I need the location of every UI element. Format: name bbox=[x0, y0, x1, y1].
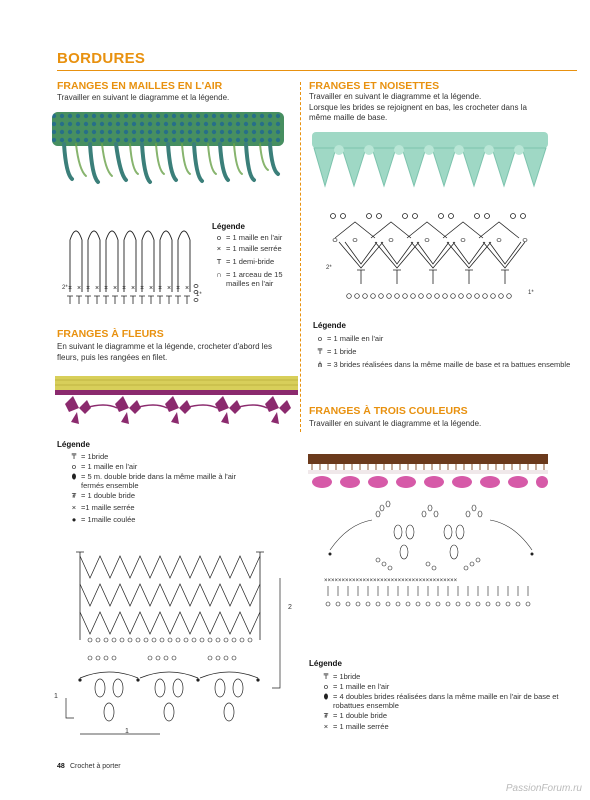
svg-text:×: × bbox=[167, 285, 171, 292]
legend-row: o = 1 maille en l'air bbox=[212, 233, 297, 242]
photo-franges-trois bbox=[308, 454, 548, 488]
legend-row: ∩ = 1 arceau de 15 mailles en l'air bbox=[212, 270, 297, 288]
legend-row: o = 1 maille en l'air bbox=[313, 334, 578, 343]
slip-stitch-icon: ● bbox=[71, 515, 77, 524]
diagram-label-1-vertical: 1 bbox=[54, 693, 58, 700]
section-text-franges-trois: Travailler en suivant le diagramme et la… bbox=[309, 419, 482, 428]
legend-row: ⬮ = 5 m. double bride dans la même maill… bbox=[57, 472, 257, 490]
diagram-franges-fleurs bbox=[65, 551, 281, 735]
legend-row: × =1 maille serrée bbox=[57, 503, 287, 512]
diagram-label-1: 1* bbox=[528, 290, 534, 296]
column-divider bbox=[300, 82, 301, 432]
section-text-franges-fleurs: En suivant le diagramme et la légende, c… bbox=[57, 342, 272, 362]
legend-title: Légende bbox=[313, 321, 346, 330]
legend-franges-trois: Légende ₸ = 1bride o = 1 maille en l'air… bbox=[309, 659, 559, 731]
svg-text:×: × bbox=[113, 285, 117, 292]
legend-title: Légende bbox=[212, 222, 245, 231]
legend-row: o = 1 maille en l'air bbox=[309, 682, 559, 691]
page-number: 48 bbox=[57, 763, 65, 770]
legend-row: ● = 1maille coulée bbox=[57, 515, 287, 524]
svg-text:×: × bbox=[140, 285, 144, 292]
legend-row: ₸ = 1 bride bbox=[313, 347, 578, 356]
svg-text:×: × bbox=[77, 285, 81, 292]
legend-row: ₮ = 1 double bride bbox=[309, 711, 559, 720]
treble-crochet-icon: ₮ bbox=[71, 491, 77, 500]
title-rule bbox=[57, 70, 577, 71]
photo-franges-noisettes bbox=[312, 132, 548, 188]
chain-stitch-icon: o bbox=[323, 682, 329, 691]
legend-row: × = 1 maille serrée bbox=[212, 244, 297, 253]
diagram-label-1-horizontal: 1 bbox=[125, 728, 129, 735]
legend-row: ₮ = 1 double bride bbox=[57, 491, 287, 500]
arch-icon: ∩ bbox=[216, 270, 222, 279]
chain-stitch-icon: o bbox=[317, 334, 323, 343]
legend-franges-air: Légende o = 1 maille en l'air × = 1 mail… bbox=[212, 222, 297, 288]
photo-franges-fleurs bbox=[55, 376, 298, 424]
double-crochet-icon: ₸ bbox=[317, 347, 323, 356]
svg-text:×: × bbox=[158, 285, 162, 292]
diagram-franges-noisettes bbox=[330, 213, 528, 299]
svg-text:×: × bbox=[185, 285, 189, 292]
treble-crochet-icon: ₮ bbox=[323, 711, 329, 720]
puff-icon: ⬮ bbox=[71, 472, 77, 481]
section-text-franges-noisettes: Travailler en suivant le diagramme et la… bbox=[309, 92, 527, 122]
section-title-franges-air: FRANGES EN MAILLES EN L'AIR bbox=[57, 80, 223, 92]
diagram-franges-air: × × × × × × × × × × × × × × bbox=[67, 230, 199, 304]
double-crochet-icon: ₸ bbox=[71, 452, 77, 461]
svg-text:×: × bbox=[86, 285, 90, 292]
half-double-icon: T bbox=[216, 257, 222, 266]
diagram-label-2: 2 bbox=[288, 604, 292, 611]
legend-row: × = 1 maille serrée bbox=[309, 722, 559, 731]
photo-franges-air bbox=[52, 112, 284, 184]
cluster-icon: ⬮ bbox=[323, 692, 329, 701]
diagram-label-1: 1* bbox=[196, 292, 202, 298]
legend-row: ₸ = 1bride bbox=[309, 672, 559, 681]
cluster-icon: ⋔ bbox=[316, 360, 324, 369]
single-crochet-icon: × bbox=[71, 503, 77, 512]
page-title: BORDURES bbox=[57, 50, 146, 67]
legend-row: T = 1 demi-bride bbox=[212, 257, 297, 266]
svg-text:×: × bbox=[149, 285, 153, 292]
legend-franges-fleurs: Légende ₸ = 1bride o = 1 maille en l'air… bbox=[57, 440, 287, 524]
legend-row: ⬮ = 4 doubles brides réalisées dans la m… bbox=[309, 692, 559, 710]
legend-title: Légende bbox=[309, 659, 342, 668]
section-text-franges-air: Travailler en suivant le diagramme et la… bbox=[57, 93, 230, 102]
svg-text:×: × bbox=[122, 285, 126, 292]
svg-text:×: × bbox=[95, 285, 99, 292]
single-crochet-icon: × bbox=[216, 244, 222, 253]
svg-text:×: × bbox=[68, 285, 72, 292]
section-title-franges-trois: FRANGES À TROIS COULEURS bbox=[309, 405, 468, 417]
legend-franges-noisettes: Légende o = 1 maille en l'air ₸ = 1 brid… bbox=[313, 321, 578, 369]
double-crochet-icon: ₸ bbox=[323, 672, 329, 681]
section-title-franges-noisettes: FRANGES ET NOISETTES bbox=[309, 80, 440, 92]
watermark: PassionForum.ru bbox=[505, 783, 582, 794]
diagram-franges-trois: ×××××××××××××××××××××××××××××××××××××× bbox=[324, 500, 534, 607]
legend-row: ₸ = 1bride bbox=[57, 452, 287, 461]
svg-text:×: × bbox=[131, 285, 135, 292]
legend-row: o = 1 maille en l'air bbox=[57, 462, 287, 471]
legend-row: ⋔ = 3 brides réalisées dans la même mail… bbox=[313, 360, 578, 369]
chain-stitch-icon: o bbox=[71, 462, 77, 471]
svg-text:××××××××××××××××××××××××××××××: ×××××××××××××××××××××××××××××××××××××× bbox=[324, 578, 458, 584]
chain-stitch-icon: o bbox=[216, 233, 222, 242]
legend-title: Légende bbox=[57, 440, 90, 449]
svg-text:×: × bbox=[104, 285, 108, 292]
diagram-label-2: 2* bbox=[62, 285, 68, 291]
single-crochet-icon: × bbox=[323, 722, 329, 731]
svg-text:×: × bbox=[176, 285, 180, 292]
diagram-label-2: 2* bbox=[326, 265, 332, 271]
footer-text: Crochet à porter bbox=[70, 763, 121, 770]
section-title-franges-fleurs: FRANGES À FLEURS bbox=[57, 328, 164, 340]
